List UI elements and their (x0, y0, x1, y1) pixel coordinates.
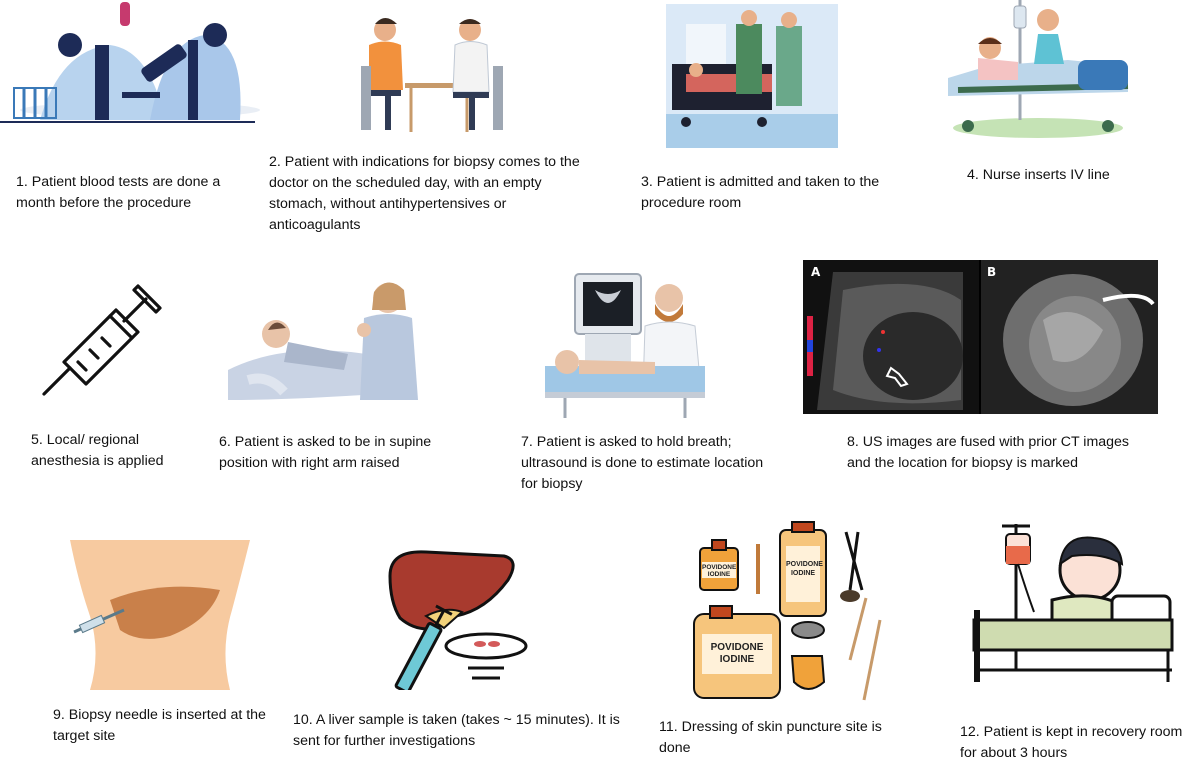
syringe-icon (38, 276, 163, 401)
doctor-consultation-illustration (355, 10, 505, 135)
step-4-caption: 4. Nurse inserts IV line (967, 165, 1197, 186)
step-2-caption: 2. Patient with indications for biopsy c… (269, 152, 589, 236)
tall-bottle-label: POVIDONE IODINE (786, 560, 820, 578)
small-bottle-label: POVIDONE IODINE (702, 564, 736, 578)
lab-scientists-illustration (0, 0, 260, 130)
liver-sample-icon (386, 546, 531, 690)
hospital-admission-illustration (666, 4, 838, 148)
step-3-caption: 3. Patient is admitted and taken to the … (641, 172, 921, 214)
us-ct-fusion-image: A B (803, 260, 1158, 414)
ultrasound-exam-illustration (545, 270, 710, 420)
step-6-caption: 6. Patient is asked to be in supine posi… (219, 432, 479, 474)
dressing-supplies-illustration: POVIDONE IODINE POVIDONE IODINE POVIDONE… (690, 520, 890, 710)
step-1-caption: 1. Patient blood tests are done a month … (16, 172, 248, 214)
step-9-caption: 9. Biopsy needle is inserted at the targ… (53, 705, 273, 747)
ct-label-b: B (987, 265, 996, 279)
step-7-caption: 7. Patient is asked to hold breath; ultr… (521, 432, 771, 495)
us-label-a: A (811, 265, 820, 279)
supine-position-illustration (228, 270, 424, 420)
nurse-iv-illustration (948, 0, 1138, 140)
big-bottle-label: POVIDONE IODINE (704, 642, 770, 666)
step-8-caption: 8. US images are fused with prior CT ima… (847, 432, 1147, 474)
step-12-caption: 12. Patient is kept in recovery room for… (960, 722, 1198, 764)
recovery-room-illustration (972, 520, 1177, 685)
torso-needle-illustration (70, 540, 255, 690)
step-11-caption: 11. Dressing of skin puncture site is do… (659, 717, 909, 759)
step-10-caption: 10. A liver sample is taken (takes ~ 15 … (293, 710, 623, 752)
step-5-caption: 5. Local/ regional anesthesia is applied (31, 430, 211, 472)
